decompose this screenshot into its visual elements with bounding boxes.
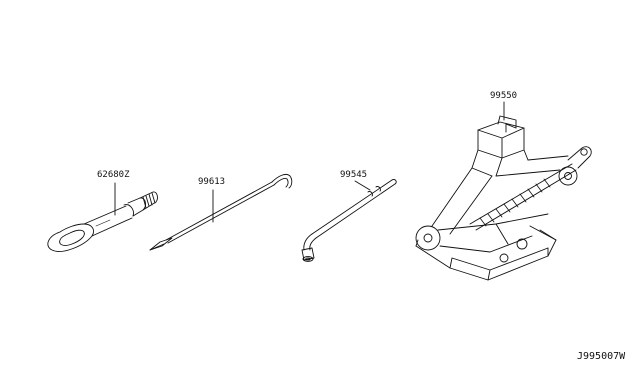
tow-hook-part[interactable]	[47, 182, 158, 252]
part-label-99550[interactable]: 99550	[490, 91, 518, 101]
part-label-99545[interactable]: 99545	[340, 170, 368, 180]
scissor-jack-part[interactable]	[415, 101, 592, 281]
tow-hook-eye	[47, 223, 95, 252]
part-label-62680Z[interactable]: 62680Z	[97, 170, 130, 180]
wheel-wrench-part[interactable]	[301, 179, 397, 262]
jack-handle-part[interactable]	[149, 173, 293, 251]
wheel-wrench-leader	[354, 180, 371, 191]
diagram-code: J995007W	[577, 351, 626, 362]
part-label-99613[interactable]: 99613	[198, 177, 226, 187]
